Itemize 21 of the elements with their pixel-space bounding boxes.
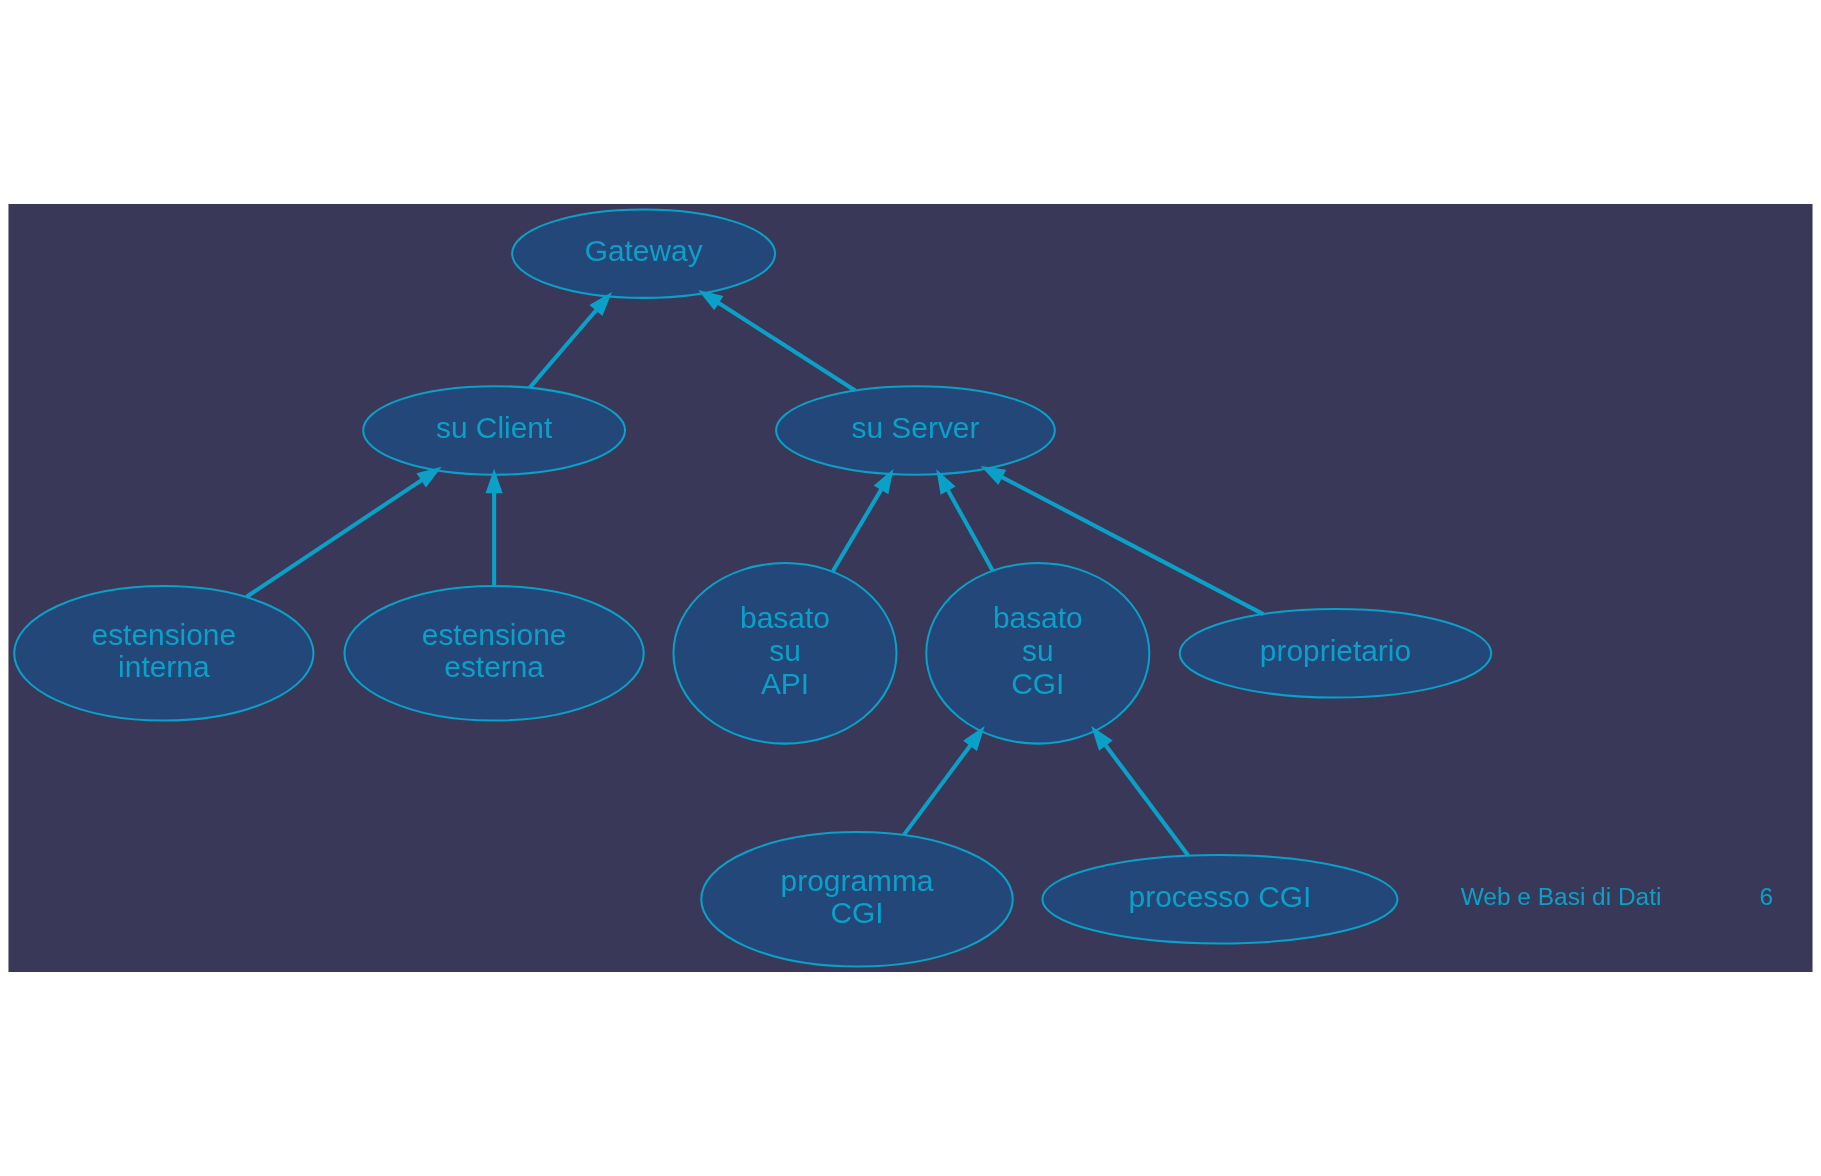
node-ellipse: basato su API (672, 562, 898, 745)
arrow (936, 469, 995, 572)
node-ellipse: programma CGI (700, 831, 1014, 968)
arrow (698, 289, 857, 393)
node-ellipse: estensione interna (13, 585, 315, 722)
arrow (902, 726, 985, 836)
arrow (980, 465, 1265, 616)
arrow (1091, 726, 1190, 857)
arrow (831, 468, 894, 573)
node-ellipse: processo CGI (1041, 854, 1399, 945)
arrow (245, 466, 442, 599)
node-ellipse: su Server (775, 385, 1056, 476)
node-ellipse: proprietario (1178, 608, 1493, 699)
arrow (528, 291, 612, 390)
label: Web e Basi di Dati (1460, 883, 1662, 911)
node-ellipse: estensione esterna (343, 585, 645, 722)
node-ellipse: basato su CGI (925, 562, 1151, 745)
node-ellipse: Gateway (511, 208, 777, 299)
arrow (485, 468, 503, 586)
node-ellipse: su Client (362, 385, 627, 476)
label: 6 (1759, 883, 1774, 911)
